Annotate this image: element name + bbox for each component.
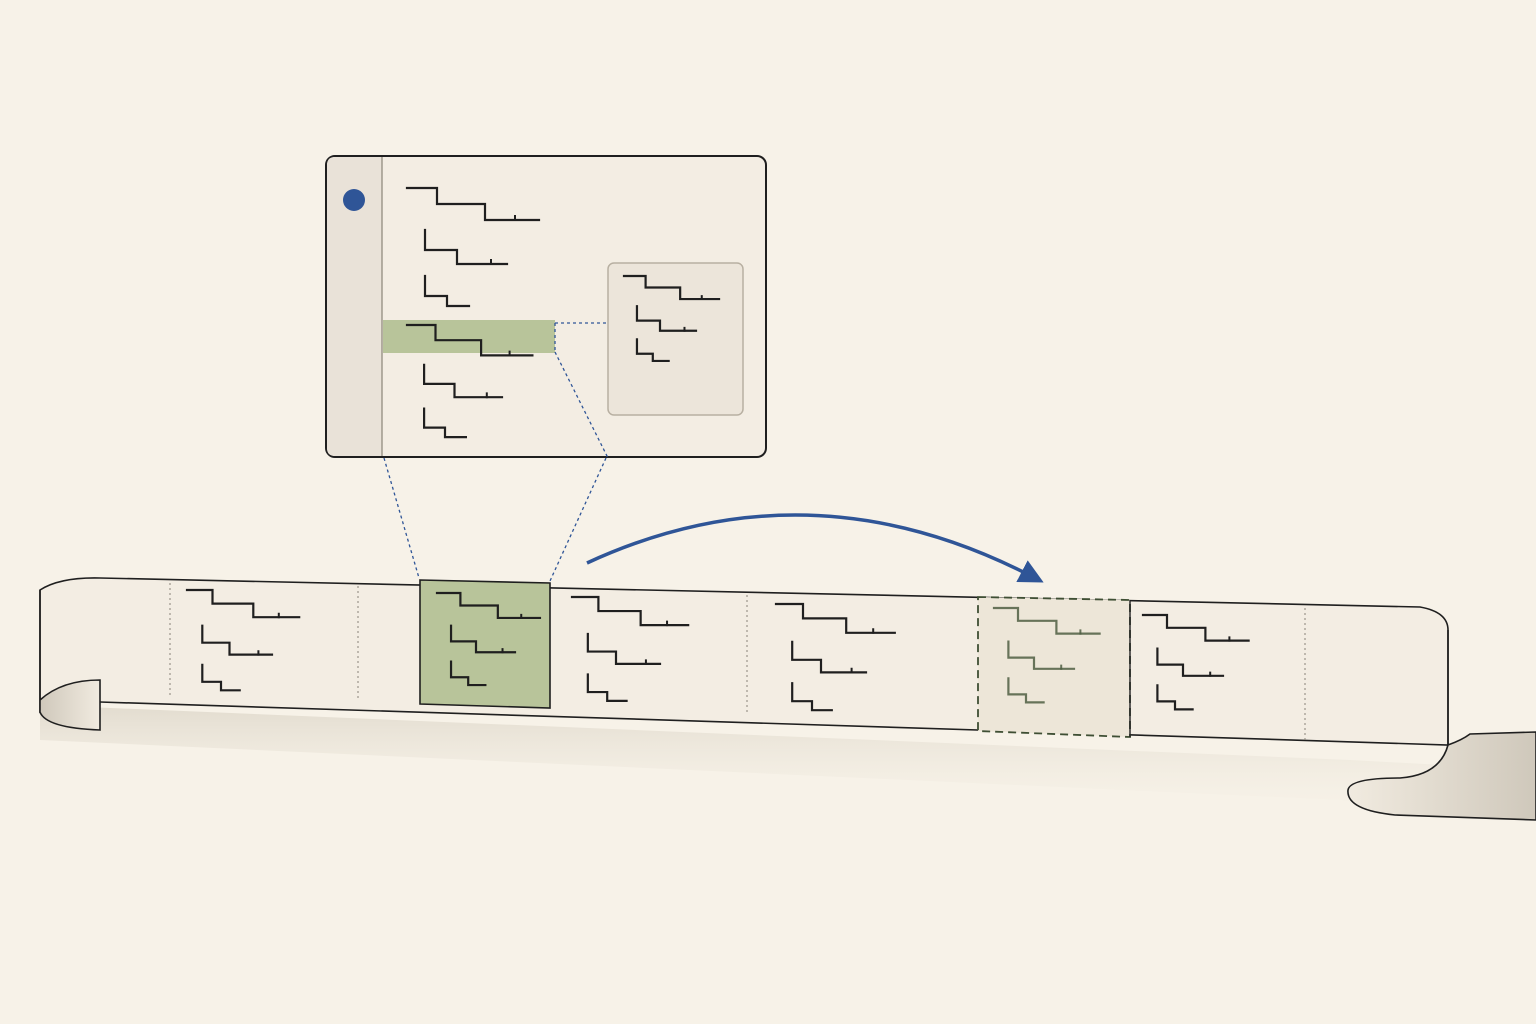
zoom-connectors (383, 322, 609, 582)
selected-row-glyph (405, 323, 534, 439)
scroll-right-curl (1347, 630, 1536, 821)
circle-dot-icon[interactable] (343, 189, 365, 211)
preview-glyph (622, 274, 721, 363)
segment-dividers (169, 583, 1306, 740)
curved-arrow-icon (586, 513, 1044, 583)
target-segment[interactable] (977, 596, 1131, 738)
segment-glyph (570, 595, 690, 702)
window-outline-glyph (405, 186, 541, 308)
preview-panel (607, 262, 744, 416)
highlighted-segment-glyph (435, 591, 542, 687)
app-window (325, 155, 767, 458)
segment-glyph (774, 602, 896, 712)
target-segment-glyph (992, 606, 1101, 704)
scroll-left-curl (39, 590, 101, 731)
window-sidebar (327, 157, 382, 456)
staircase-glyphs (185, 186, 1250, 712)
paper-scroll (39, 577, 1536, 821)
scroll-shadow (40, 705, 1536, 830)
segment-glyph (185, 588, 301, 692)
highlighted-segment[interactable] (419, 579, 551, 709)
segment-glyph (1141, 613, 1250, 711)
